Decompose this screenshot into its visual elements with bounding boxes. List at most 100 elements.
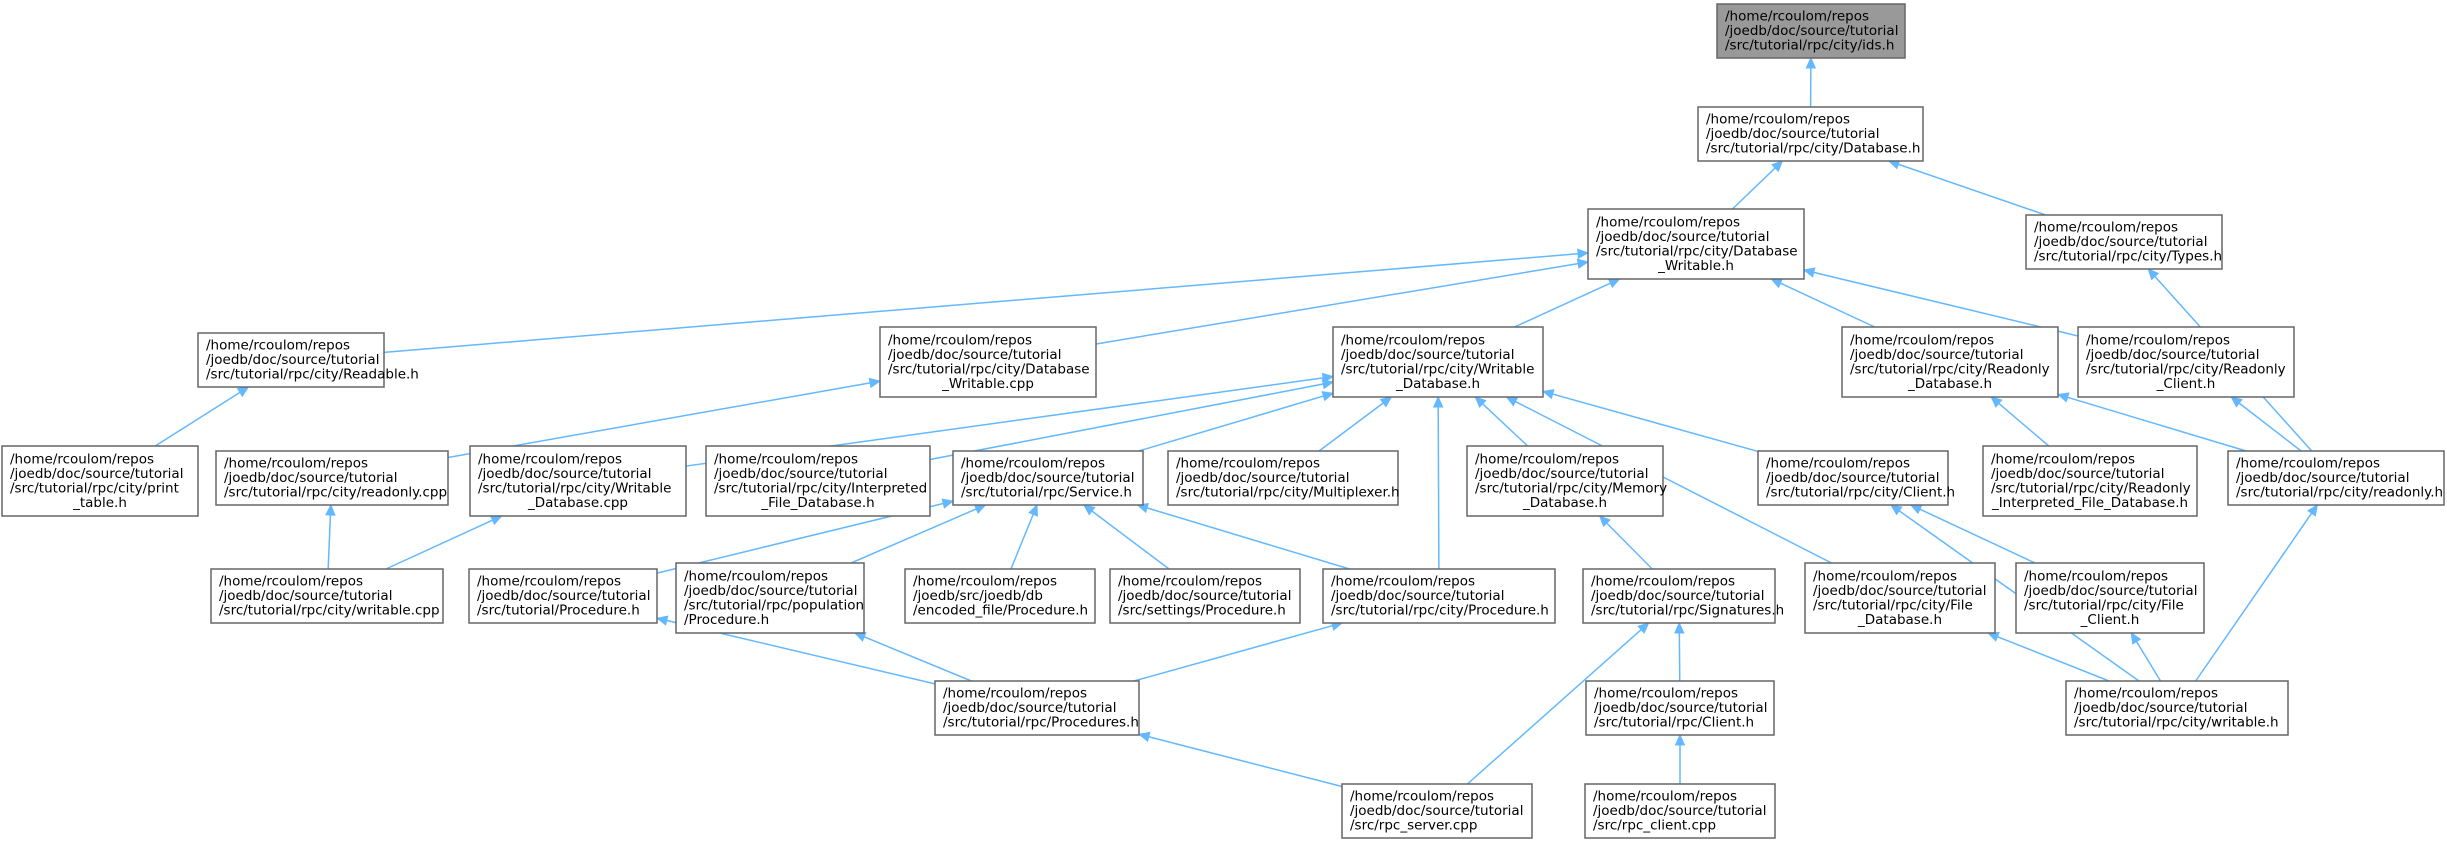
dependency-edge xyxy=(2195,512,2313,682)
dependency-arrowhead xyxy=(1770,278,1784,289)
node-label-line: /home/rcoulom/repos xyxy=(913,574,1057,590)
node-label-line: /home/rcoulom/repos xyxy=(206,338,350,354)
file-node-readonly-database-h[interactable]: /home/rcoulom/repos/joedb/doc/source/tut… xyxy=(1841,326,2059,398)
node-label-line: /home/rcoulom/repos xyxy=(961,456,1105,472)
node-label-line: /home/rcoulom/repos xyxy=(1706,112,1850,128)
node-box xyxy=(469,445,687,517)
file-node-readable-h[interactable]: /home/rcoulom/repos/joedb/doc/source/tut… xyxy=(197,332,419,388)
node-label-line: /joedb/doc/source/tutorial xyxy=(684,583,857,599)
node-label-line: /home/rcoulom/repos xyxy=(1813,568,1957,584)
node-label-line: /home/rcoulom/repos xyxy=(1176,456,1320,472)
file-node-settings-procedure-h[interactable]: /home/rcoulom/repos/joedb/doc/source/tut… xyxy=(1109,568,1301,624)
file-node-writable-h[interactable]: /home/rcoulom/repos/joedb/doc/source/tut… xyxy=(2065,680,2289,736)
file-node-multiplexer-h[interactable]: /home/rcoulom/repos/joedb/doc/source/tut… xyxy=(1167,450,1400,506)
node-box xyxy=(675,562,865,634)
dependency-edge xyxy=(1010,513,1034,570)
node-label-line: /home/rcoulom/repos xyxy=(478,451,622,467)
node-label-line: /joedb/doc/source/tutorial xyxy=(2074,700,2247,716)
dependency-edge xyxy=(1437,406,1440,570)
node-label-line: /src/tutorial/rpc/city/print xyxy=(10,480,179,496)
file-node-rpc-server-cpp[interactable]: /home/rcoulom/repos/joedb/doc/source/tut… xyxy=(1341,783,1533,839)
dependency-arrowhead xyxy=(1987,631,2000,642)
file-node-readonly-h[interactable]: /home/rcoulom/repos/joedb/doc/source/tut… xyxy=(2227,450,2445,506)
file-node-file-database-h[interactable]: /home/rcoulom/repos/joedb/doc/source/tut… xyxy=(1804,562,1996,634)
node-box xyxy=(2227,450,2445,506)
node-label-line: /joedb/doc/source/tutorial xyxy=(2024,583,2197,599)
node-label-line: /home/rcoulom/repos xyxy=(2236,456,2380,472)
dependency-arrowhead xyxy=(1890,504,1903,516)
node-label-line: /joedb/doc/source/tutorial xyxy=(1350,803,1523,819)
node-label-line: _Client.h xyxy=(2156,376,2216,392)
dependency-edge xyxy=(383,252,1579,354)
file-node-writable-database-h[interactable]: /home/rcoulom/repos/joedb/doc/source/tut… xyxy=(1332,326,1544,398)
node-label-line: /joedb/doc/source/tutorial xyxy=(224,470,397,486)
file-node-writable-cpp[interactable]: /home/rcoulom/repos/joedb/doc/source/tut… xyxy=(210,568,444,624)
edges-layer xyxy=(154,56,2319,788)
dependency-edge xyxy=(1780,282,1875,328)
node-label-line: /home/rcoulom/repos xyxy=(1341,332,1485,348)
node-label-line: /joedb/doc/source/tutorial xyxy=(1850,347,2023,363)
node-label-line: _Database.h xyxy=(1395,376,1480,392)
file-node-print-table-h[interactable]: /home/rcoulom/repos/joedb/doc/source/tut… xyxy=(1,445,199,517)
node-label-line: /home/rcoulom/repos xyxy=(714,451,858,467)
dependency-arrowhead xyxy=(1082,504,1096,516)
node-box xyxy=(705,445,931,517)
node-label-line: /src/tutorial/rpc/city/File xyxy=(1813,597,1973,613)
dependency-edge xyxy=(1997,635,2110,682)
file-node-city-client-h[interactable]: /home/rcoulom/repos/joedb/doc/source/tut… xyxy=(1757,450,1955,506)
file-node-tutorial-procedure-h[interactable]: /home/rcoulom/repos/joedb/doc/source/tut… xyxy=(468,568,658,624)
file-node-readonly-cpp[interactable]: /home/rcoulom/repos/joedb/doc/source/tut… xyxy=(215,450,449,506)
node-label-line: _Database.h xyxy=(1522,495,1607,511)
node-label-line: /src/tutorial/rpc/city/Writable xyxy=(478,480,671,496)
dependency-arrowhead xyxy=(1674,733,1686,746)
dependency-edge xyxy=(850,508,977,564)
node-box xyxy=(1167,450,1399,506)
file-node-database-writable-h[interactable]: /home/rcoulom/repos/joedb/doc/source/tut… xyxy=(1587,208,1805,280)
dependency-arrowhead xyxy=(1909,504,1923,515)
dependency-edge xyxy=(1731,167,1776,210)
dependency-arrowhead xyxy=(1990,396,2003,408)
dependency-arrowhead xyxy=(1577,248,1590,260)
file-node-ids-h[interactable]: /home/rcoulom/repos/joedb/doc/source/tut… xyxy=(1716,3,1906,59)
file-node-encoded-file-procedure-h[interactable]: /home/rcoulom/repos/joedb/src/joedb/db/e… xyxy=(904,568,1096,624)
dependency-arrowhead xyxy=(1379,396,1393,408)
node-label-line: /src/tutorial/rpc/city/Readonly xyxy=(1991,480,2191,496)
file-node-city-procedure-h[interactable]: /home/rcoulom/repos/joedb/doc/source/tut… xyxy=(1322,568,1556,624)
node-label-line: /home/rcoulom/repos xyxy=(1594,686,1738,702)
dependency-arrowhead xyxy=(1321,391,1335,402)
file-node-readonly-interpreted-h[interactable]: /home/rcoulom/repos/joedb/doc/source/tut… xyxy=(1982,445,2198,517)
dependency-arrowhead xyxy=(1598,515,1611,528)
dependency-arrowhead xyxy=(489,515,503,526)
node-box xyxy=(1322,568,1556,624)
file-node-database-writable-cpp[interactable]: /home/rcoulom/repos/joedb/doc/source/tut… xyxy=(879,326,1097,398)
node-label-line: /src/tutorial/rpc/city/Database.h xyxy=(1706,141,1920,157)
dependency-arrowhead xyxy=(1321,378,1335,390)
dependency-edge xyxy=(1148,736,1343,788)
node-label-line: _Client.h xyxy=(2080,612,2140,628)
file-node-interpreted-file-database-h[interactable]: /home/rcoulom/repos/joedb/doc/source/tut… xyxy=(705,445,931,517)
file-node-procedures-h[interactable]: /home/rcoulom/repos/joedb/doc/source/tut… xyxy=(934,680,1140,736)
file-node-rpc-client-cpp[interactable]: /home/rcoulom/repos/joedb/doc/source/tut… xyxy=(1584,783,1776,839)
node-label-line: /home/rcoulom/repos xyxy=(1331,574,1475,590)
file-node-database-h[interactable]: /home/rcoulom/repos/joedb/doc/source/tut… xyxy=(1697,106,1924,162)
file-node-signatures-h[interactable]: /home/rcoulom/repos/joedb/doc/source/tut… xyxy=(1582,568,1784,624)
node-box xyxy=(1841,326,2059,398)
file-node-rpc-client-h[interactable]: /home/rcoulom/repos/joedb/doc/source/tut… xyxy=(1585,680,1775,736)
node-label-line: /src/tutorial/rpc/city/Procedure.h xyxy=(1331,603,1549,619)
node-label-line: /home/rcoulom/repos xyxy=(219,574,363,590)
file-node-writable-database-cpp[interactable]: /home/rcoulom/repos/joedb/doc/source/tut… xyxy=(469,445,687,517)
dependency-arrowhead xyxy=(1805,56,1817,69)
file-node-memory-database-h[interactable]: /home/rcoulom/repos/joedb/doc/source/tut… xyxy=(1466,445,1667,517)
node-label-line: /joedb/doc/source/tutorial xyxy=(1991,466,2164,482)
file-node-types-h[interactable]: /home/rcoulom/repos/joedb/doc/source/tut… xyxy=(2025,214,2223,270)
node-label-line: /home/rcoulom/repos xyxy=(1350,789,1494,805)
file-node-readonly-client-h[interactable]: /home/rcoulom/repos/joedb/doc/source/tut… xyxy=(2077,326,2295,398)
file-node-population-procedure-h[interactable]: /home/rcoulom/repos/joedb/doc/source/tut… xyxy=(675,562,865,634)
dependency-arrowhead xyxy=(1028,503,1038,517)
file-node-file-client-h[interactable]: /home/rcoulom/repos/joedb/doc/source/tut… xyxy=(2015,562,2205,634)
node-label-line: /joedb/doc/source/tutorial xyxy=(1813,583,1986,599)
file-node-service-h[interactable]: /home/rcoulom/repos/joedb/doc/source/tut… xyxy=(952,450,1144,506)
node-label-line: _Database.cpp xyxy=(527,495,628,511)
node-label-line: /joedb/doc/source/tutorial xyxy=(2086,347,2259,363)
